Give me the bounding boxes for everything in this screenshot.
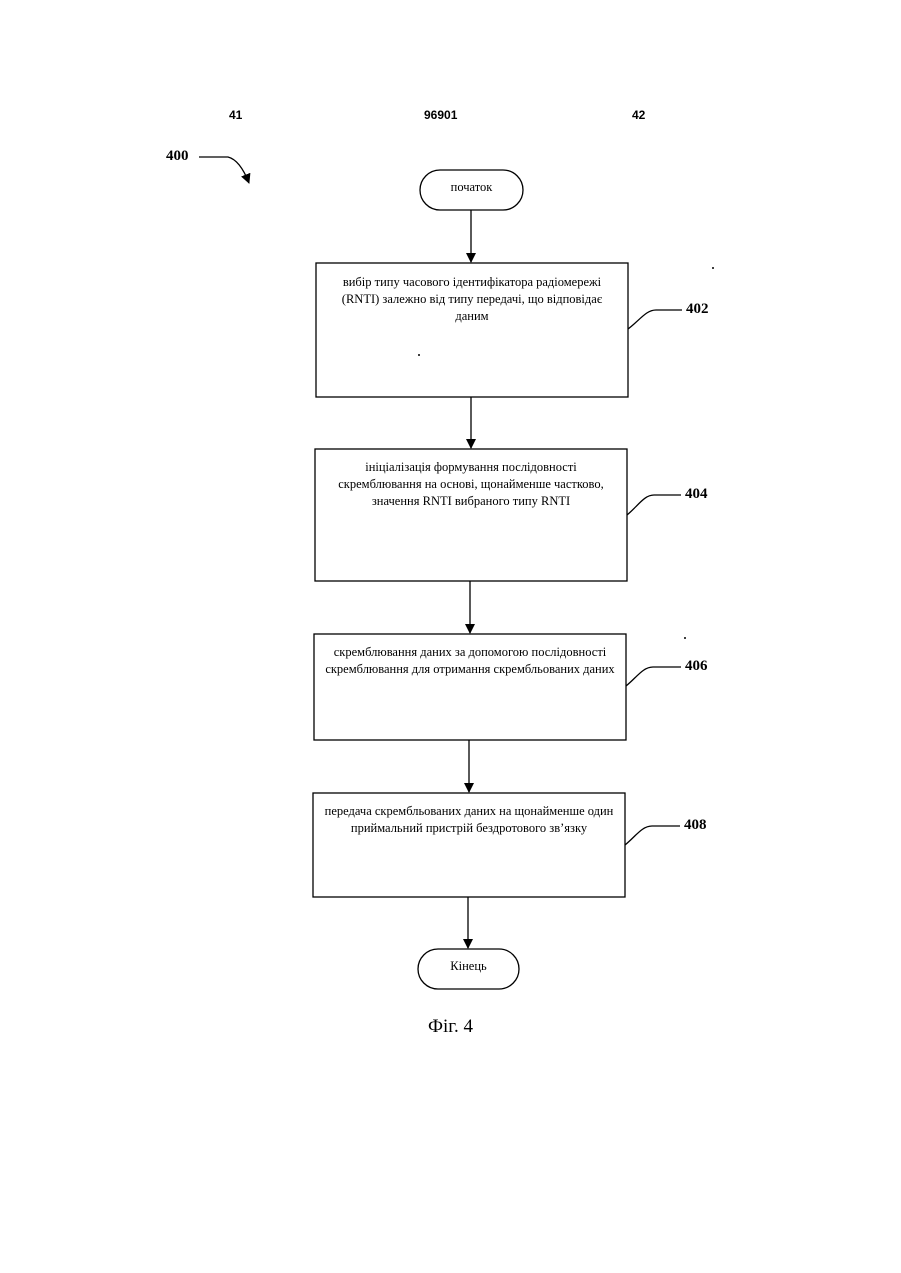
leader-404 bbox=[627, 495, 681, 515]
start-label: початок bbox=[420, 180, 523, 195]
leader-406 bbox=[626, 667, 681, 686]
leader-408 bbox=[625, 826, 680, 845]
scan-speck bbox=[712, 267, 714, 269]
figure-caption: Фіг. 4 bbox=[0, 1016, 901, 1038]
scan-speck bbox=[418, 354, 420, 356]
figure-label: 400 bbox=[166, 148, 189, 165]
step-text-408: передача скрембльованих даних на щонайме… bbox=[323, 803, 615, 837]
step-text-406: скремблювання даних за допомогою послідо… bbox=[324, 644, 616, 678]
ref-number-404: 404 bbox=[685, 486, 708, 503]
end-label: Кінець bbox=[418, 959, 519, 974]
scan-speck bbox=[684, 637, 686, 639]
step-text-402: вибір типу часового ідентифікатора радіо… bbox=[326, 274, 618, 325]
ref-number-406: 406 bbox=[685, 658, 708, 675]
step-text-404: ініціалізація формування послідовності с… bbox=[325, 459, 617, 510]
ref-number-402: 402 bbox=[686, 301, 709, 318]
ref-number-408: 408 bbox=[684, 817, 707, 834]
leader-402 bbox=[628, 310, 682, 329]
figure-label-arrow bbox=[199, 157, 249, 183]
